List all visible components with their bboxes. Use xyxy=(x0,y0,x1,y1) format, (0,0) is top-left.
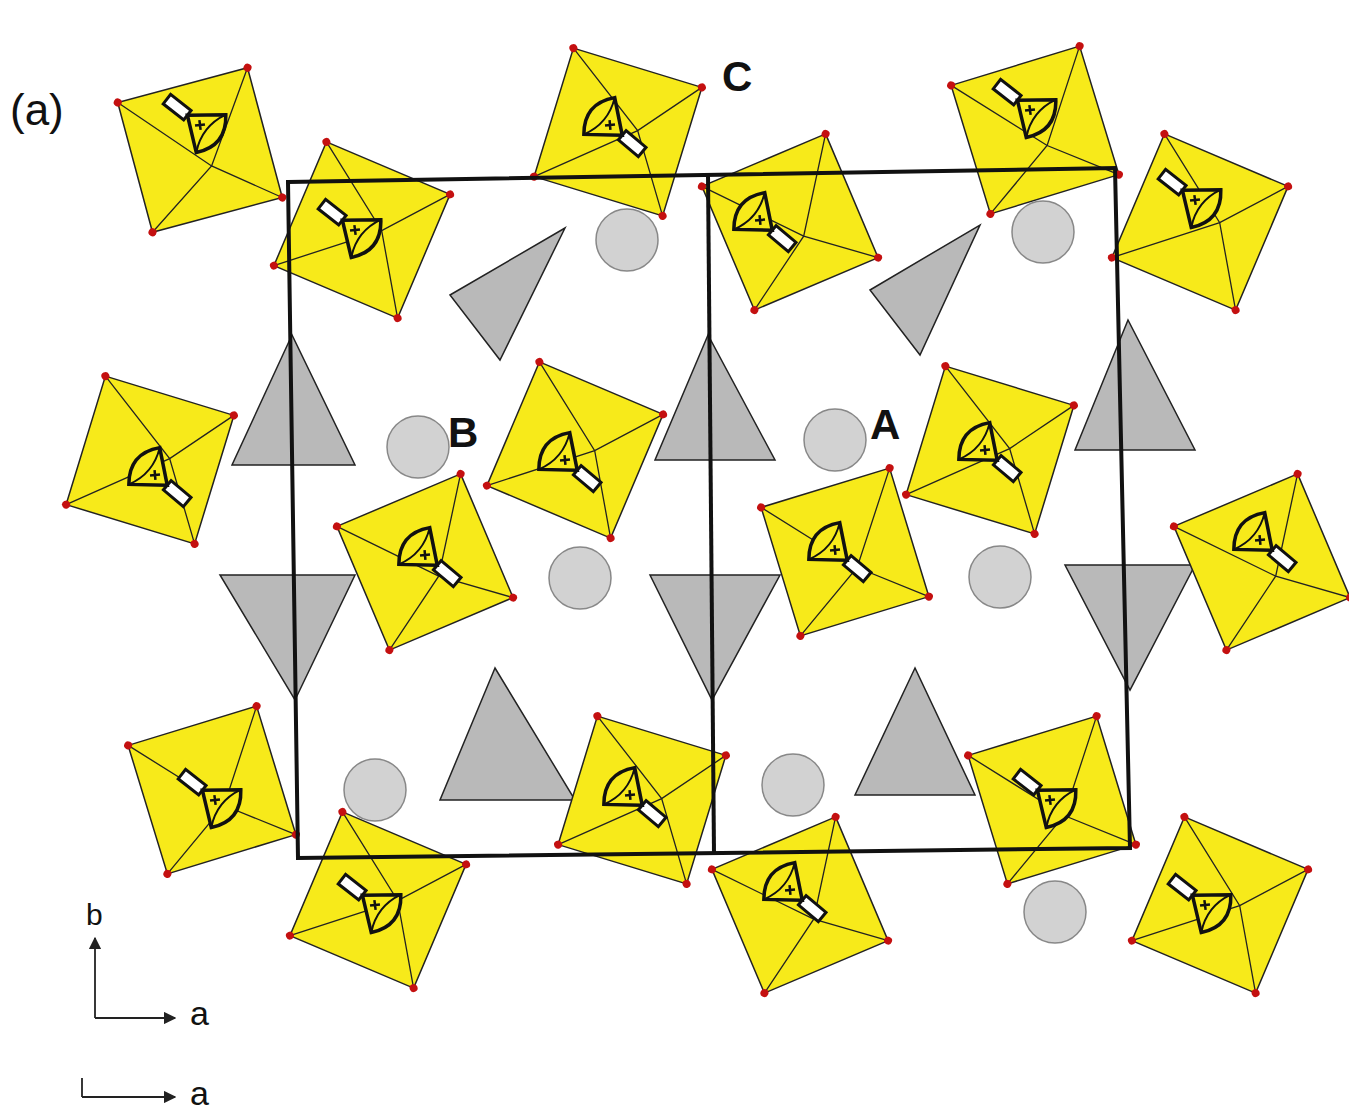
site-label: C xyxy=(722,56,752,98)
axis-label: a xyxy=(190,996,209,1030)
unit-cell xyxy=(288,168,1130,858)
spin-symbols xyxy=(121,65,1307,938)
axes xyxy=(82,938,175,1097)
site-label: B xyxy=(448,412,478,454)
axis-label: b xyxy=(86,900,103,930)
octahedra xyxy=(16,0,1349,1034)
site-label: A xyxy=(870,404,900,446)
axis-label: a xyxy=(190,1076,209,1110)
panel-label: (a) xyxy=(10,88,64,132)
